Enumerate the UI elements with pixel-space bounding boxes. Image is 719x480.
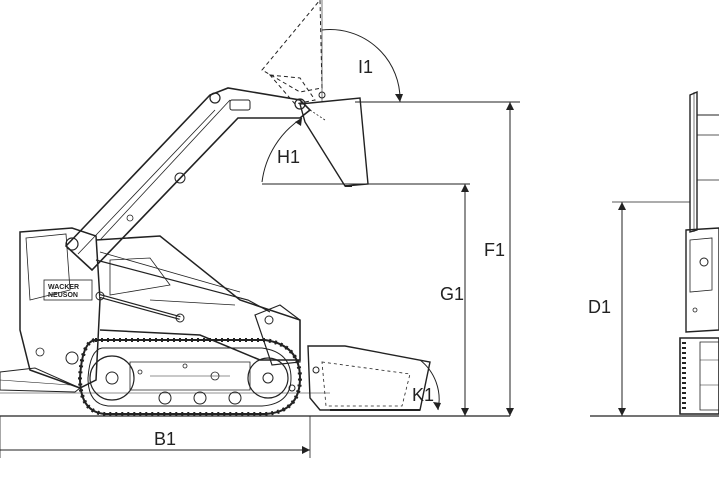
brand-logo-line1: WACKER (48, 284, 79, 291)
label-d1: D1 (588, 297, 611, 317)
track-assembly (77, 338, 303, 416)
label-k1: K1 (412, 385, 434, 405)
front-view (679, 90, 719, 415)
bucket-raised (299, 91, 369, 187)
dimension-lines (0, 0, 690, 458)
ground-line (0, 392, 719, 417)
lift-arm (64, 87, 312, 313)
brand-logo-line2: NEUSON (48, 292, 78, 299)
bucket-max-dump-ghost (261, 0, 323, 105)
label-g1: G1 (440, 284, 464, 304)
label-b1: B1 (154, 429, 176, 449)
label-h1: H1 (277, 147, 300, 167)
label-i1: I1 (358, 57, 373, 77)
bucket-lowered (307, 345, 431, 411)
label-f1: F1 (484, 240, 505, 260)
chassis-body (0, 227, 301, 393)
